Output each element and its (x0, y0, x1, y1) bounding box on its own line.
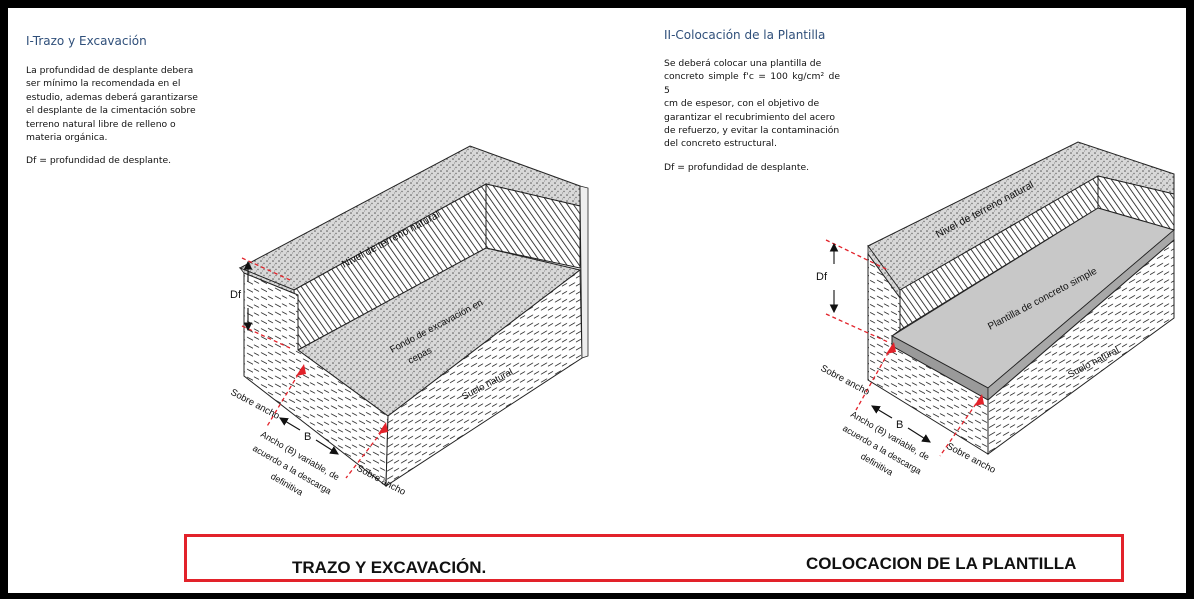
left-label-b: B (304, 431, 311, 443)
left-df-definition: Df = profundidad de desplante. (26, 155, 172, 167)
caption-right: COLOCACION DE LA PLANTILLA (806, 554, 1077, 573)
left-red-arrow-1 (296, 364, 306, 376)
right-red-dash-1 (855, 345, 893, 411)
right-df-top-line (825, 239, 889, 271)
right-b-arrow-right (907, 427, 931, 443)
left-text-line: materia orgánica. (26, 132, 108, 144)
left-text-line: el desplante de la cimentación sobre (26, 105, 196, 117)
right-red-arrow-2 (974, 394, 984, 406)
left-excavation-diagram: Nivel de terreno natural Fondo de excava… (229, 145, 589, 498)
left-red-arrow-2 (378, 422, 388, 434)
left-text-line: estudio, ademas deberá garantizarse (26, 91, 198, 103)
right-plantilla-diagram: Nivel de terreno natural Plantilla de co… (816, 141, 1176, 477)
right-b-arrow-left (871, 405, 893, 419)
right-red-arrow-1 (886, 342, 896, 354)
right-text-line: concreto simple f'c = 100 kg/cm² de 5 (664, 71, 840, 96)
left-text-line: La profundidad de desplante debera (26, 65, 194, 76)
right-label-b: B (896, 419, 903, 431)
right-text-line: cm de espesor, con el objetivo de (664, 98, 820, 110)
right-text-line: de refuerzo, y evitar la contaminación (664, 125, 840, 137)
left-red-dash-1 (265, 367, 303, 429)
left-label-df: Df (230, 289, 242, 301)
left-b-arrow-left (279, 417, 301, 431)
caption-box (184, 534, 1124, 582)
left-red-dash-2 (345, 425, 387, 479)
right-label-df: Df (816, 271, 828, 283)
left-panel-text: La profundidad de desplante debera ser m… (26, 64, 210, 168)
left-panel-title: I-Trazo y Excavación (26, 34, 147, 48)
right-text-line: Se deberá colocar una plantilla de (664, 58, 822, 69)
caption-left: TRAZO Y EXCAVACIÓN. (292, 558, 487, 577)
right-panel-title: II-Colocación de la Plantilla (664, 28, 826, 42)
right-df-definition: Df = profundidad de desplante. (664, 161, 810, 173)
right-label-sobreancho-1: Sobre ancho (819, 363, 872, 398)
right-right-block (987, 238, 1175, 455)
right-panel-text: Se deberá colocar una plantilla de concr… (664, 57, 840, 174)
left-b-arrow-right (315, 439, 339, 455)
figure-frame: I-Trazo y Excavación La profundidad de d… (8, 8, 1186, 593)
left-text-line: ser mínimo la recomendada en el (26, 78, 181, 90)
right-df-bottom-line (825, 313, 889, 343)
left-end-face (579, 185, 589, 359)
right-text-line: garantizar el recubrimiento del acero (664, 111, 835, 123)
diagrams-svg: Nivel de terreno natural Fondo de excava… (229, 141, 1176, 498)
left-right-wall (485, 183, 581, 269)
left-text-line: terreno natural libre de relleno o (26, 118, 176, 130)
right-text-line: del concreto estructural. (664, 138, 777, 150)
right-red-dash-2 (939, 397, 981, 457)
